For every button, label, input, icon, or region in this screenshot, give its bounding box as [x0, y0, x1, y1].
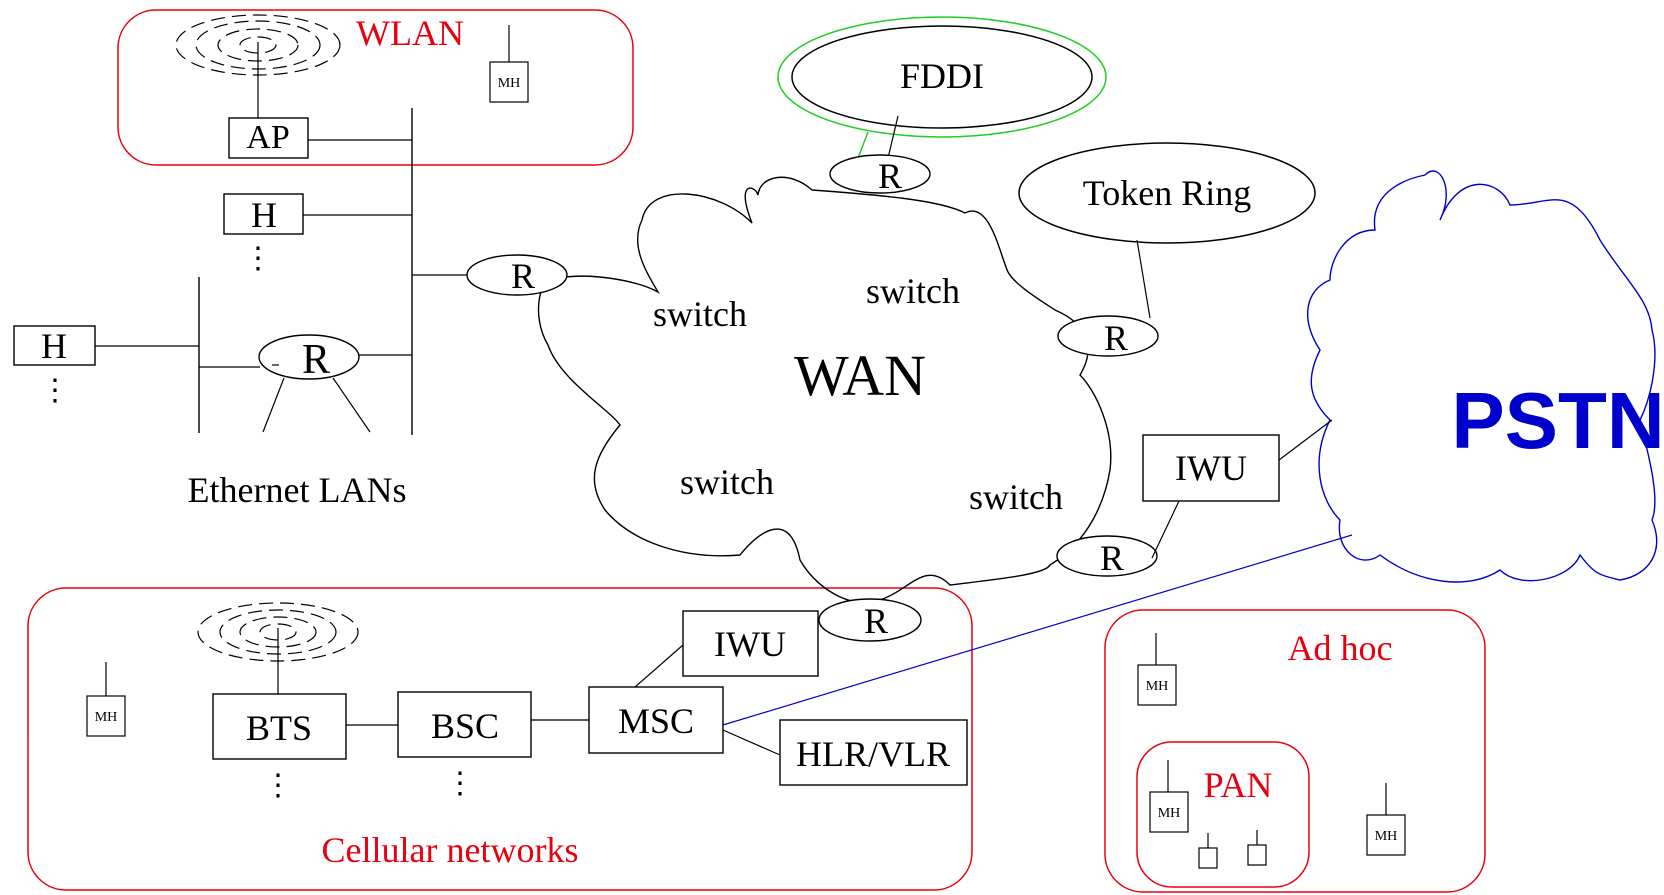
wlan-group-box: [117, 9, 634, 166]
token-ring: [1018, 142, 1316, 244]
mobile-host-wlan-label: MH: [498, 76, 521, 91]
mobile-host-cellular-label: MH: [95, 710, 118, 725]
mobile-host-adhoc-1-label: MH: [1146, 679, 1169, 694]
pan-device-icon: [1247, 830, 1267, 866]
router-ethernet-lans: R: [258, 334, 360, 383]
wan-label: WAN: [794, 343, 926, 408]
router-pstn-iwu-label: R: [1100, 538, 1124, 578]
hlr-vlr: HLR/VLR: [779, 719, 968, 786]
router-ethernet-lans-label: R: [302, 337, 330, 383]
wan-cloud: [537, 176, 1112, 604]
router-leg-left: [262, 377, 285, 433]
router-token-ring: R: [1057, 315, 1159, 358]
wlan-group-label: WLAN: [356, 13, 464, 53]
cellular-group-box: [27, 587, 973, 891]
pstn-cloud: [1306, 170, 1658, 583]
iwu-pstn-label: IWU: [1175, 448, 1247, 488]
host-top: H: [223, 193, 304, 235]
pan-device-icon: [1198, 833, 1218, 869]
host-top-more: ⋮: [243, 242, 273, 275]
bsc: BSC: [397, 691, 532, 758]
ethernet-lans-label: Ethernet LANs: [188, 470, 407, 510]
access-point-label: AP: [246, 119, 289, 156]
host-left-more: ⋮: [40, 374, 70, 407]
mobile-host-pan-label: MH: [1158, 806, 1181, 821]
bts: BTS: [212, 693, 347, 760]
bsc-more: ⋮: [445, 767, 475, 800]
token-ring-label: Token Ring: [1083, 173, 1251, 213]
fddi-label: FDDI: [900, 56, 984, 96]
mobile-host-icon: MH: [86, 662, 126, 737]
iwu-pstn: IWU: [1142, 434, 1280, 502]
pan-group-box: [1136, 741, 1310, 888]
msc-label: MSC: [618, 701, 694, 741]
switch-label-1: switch: [653, 294, 747, 334]
cellular-group-label: Cellular networks: [322, 830, 579, 870]
pan-group-label: PAN: [1204, 765, 1273, 805]
bts-more: ⋮: [263, 769, 293, 802]
bts-label: BTS: [246, 708, 312, 748]
iwu-router-link: [1151, 500, 1180, 559]
mobile-host-adhoc-2-label: MH: [1375, 829, 1398, 844]
router-ethernet-wan-label: R: [511, 256, 535, 296]
switch-label-3: switch: [680, 462, 774, 502]
mobile-host-icon: MH: [1149, 760, 1189, 833]
mobile-host-icon: MH: [1366, 783, 1406, 856]
iwu-cellular-label: IWU: [714, 624, 786, 664]
switch-label-4: switch: [969, 477, 1063, 517]
token-ring-router-link: [1136, 239, 1151, 319]
router-fddi: R: [829, 154, 931, 196]
router-token-ring-label: R: [1104, 318, 1128, 358]
msc-iwu-link: [634, 644, 684, 688]
fddi-green-link: [857, 131, 869, 159]
msc-hlr-link: [722, 729, 781, 756]
switch-label-2: switch: [866, 271, 960, 311]
router-ethernet-wan: R: [466, 254, 568, 296]
fddi-outer-ring: [777, 16, 1107, 138]
router-fddi-label: R: [878, 156, 902, 196]
pstn-label: PSTN: [1451, 376, 1664, 465]
router-leg-right: [332, 377, 371, 433]
adhoc-group-box: [1104, 609, 1486, 893]
host-left: H: [13, 325, 96, 366]
host-top-label: H: [251, 195, 277, 235]
router-cellular: R: [818, 598, 922, 642]
host-left-label: H: [41, 326, 67, 366]
iwu-pstn-link: [1278, 419, 1333, 461]
bsc-label: BSC: [431, 706, 499, 746]
mobile-host-icon: MH: [1137, 633, 1177, 706]
fddi-ring: [791, 25, 1093, 129]
adhoc-group-label: Ad hoc: [1288, 628, 1393, 668]
fddi-router-link: [887, 115, 899, 159]
mobile-host-icon: MH: [489, 25, 529, 103]
router-pstn-iwu: R: [1056, 535, 1158, 578]
msc: MSC: [588, 686, 724, 754]
msc-pstn-link: [722, 534, 1353, 726]
access-point: AP: [228, 117, 309, 159]
router-cellular-label: R: [864, 601, 888, 641]
hlr-vlr-label: HLR/VLR: [796, 734, 950, 774]
iwu-cellular: IWU: [682, 610, 819, 677]
